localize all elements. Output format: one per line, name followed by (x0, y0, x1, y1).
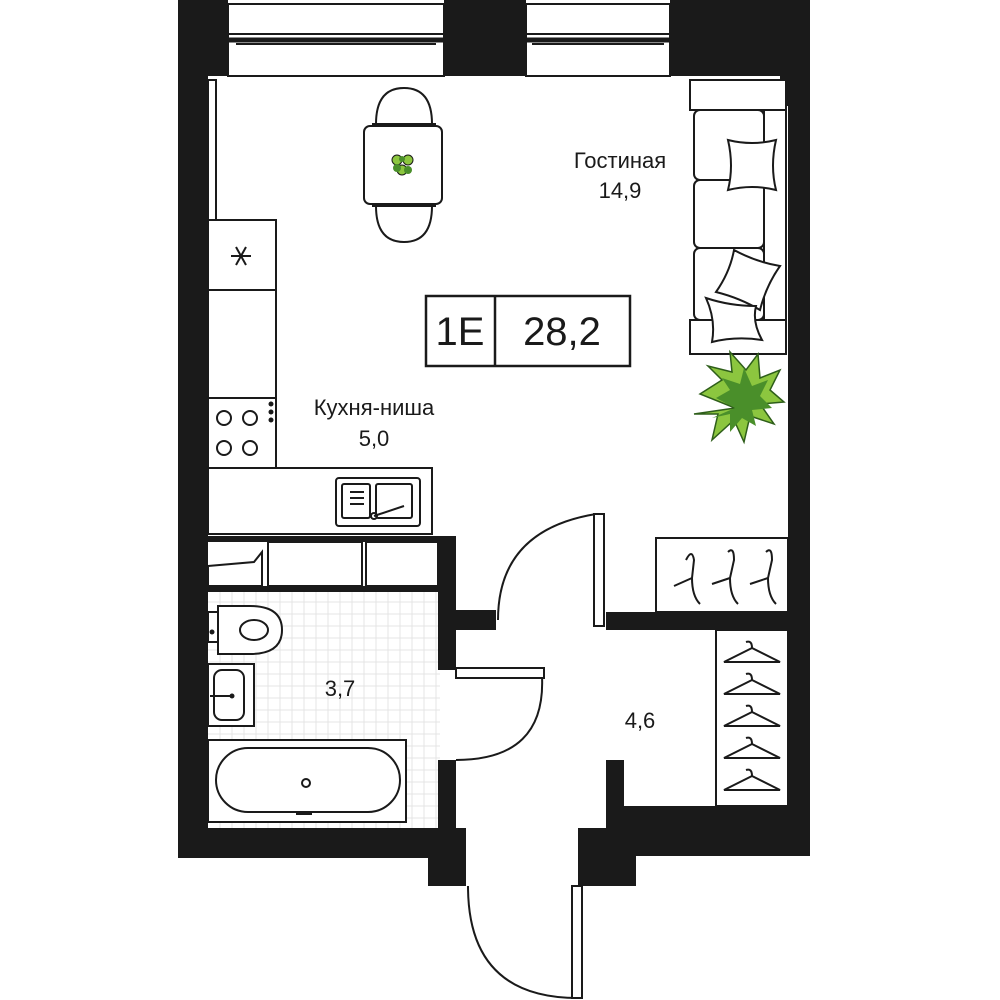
apartment-total-area: 28,2 (523, 310, 601, 354)
living-door (497, 513, 605, 627)
bathtub-icon (207, 739, 407, 823)
bathroom-door (455, 667, 545, 761)
left-window-strip (207, 79, 217, 221)
kitchen-sink-icon (335, 477, 421, 527)
kitchen-name: Кухня-ниша (314, 395, 435, 420)
hall-closet-upper (655, 537, 789, 613)
pillow-icons (704, 138, 782, 344)
bath-upper-cabinets (207, 541, 439, 587)
wardrobe-lower (715, 629, 789, 807)
bathroom-area: 3,7 (325, 676, 356, 701)
table-plant-icon (391, 154, 414, 176)
hallway-area: 4,6 (625, 708, 656, 733)
entrance-door (467, 885, 583, 999)
fridge-snowflake-icon (231, 246, 251, 266)
hanger-icons-lower (723, 640, 781, 791)
living-room-name: Гостиная (574, 148, 666, 173)
window-right (525, 3, 671, 77)
window-left (227, 3, 445, 77)
floor-plant-icon (693, 349, 786, 445)
toilet-icon (207, 605, 284, 655)
badge: 1E 28,2 (424, 294, 632, 368)
walls (178, 0, 810, 886)
washbasin-icon (207, 663, 255, 727)
kitchen-area: 5,0 (359, 426, 390, 451)
living-room-area: 14,9 (599, 178, 642, 203)
hanger-icons-upper (673, 549, 777, 605)
cooktop-icon (216, 401, 274, 456)
apartment-type-code: 1E (436, 310, 485, 354)
